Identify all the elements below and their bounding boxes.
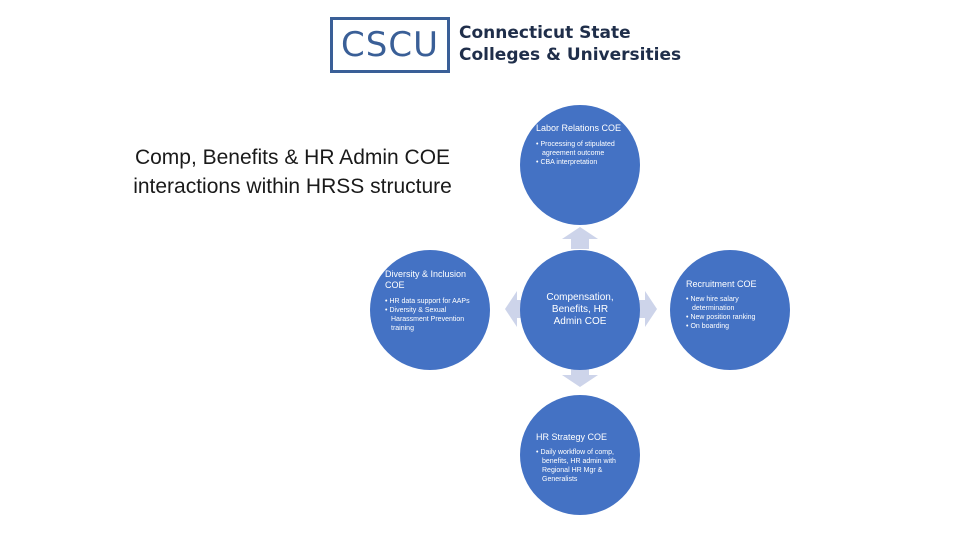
node-diversity-inclusion-list: HR data support for AAPs Diversity & Sex… [385,297,480,333]
node-compensation-center: Compensation, Benefits, HR Admin COE [520,250,640,370]
node-recruitment: Recruitment COE New hire salary determin… [670,250,790,370]
logo-name-line-2: Colleges & Universities [459,45,682,65]
arrow-right [635,291,657,327]
list-item: CBA interpretation [536,158,628,167]
list-item: HR data support for AAPs [385,297,480,306]
node-hr-strategy-title: HR Strategy COE [536,432,608,442]
node-hr-strategy: HR Strategy COE Daily workflow of comp, … [520,395,640,515]
node-diversity-inclusion-title: Diversity & Inclusion COE [385,269,467,290]
list-item: Daily workflow of comp, benefits, HR adm… [536,448,628,484]
node-labor-relations: Labor Relations COE Processing of stipul… [520,105,640,225]
list-item: Diversity & Sexual Harassment Prevention… [385,306,480,333]
list-item: On boarding [686,322,780,331]
list-item: Processing of stipulated agreement outco… [536,140,628,158]
logo-institution-name: Connecticut State Colleges & Universitie… [459,22,681,66]
logo-name-line-1: Connecticut State [459,23,631,43]
node-diversity-inclusion: Diversity & Inclusion COE HR data suppor… [370,250,490,370]
diagram-title: Comp, Benefits & HR Admin COE interactio… [133,146,452,198]
node-labor-relations-list: Processing of stipulated agreement outco… [536,140,628,167]
list-item: New hire salary determination [686,295,780,313]
node-labor-relations-title: Labor Relations COE [536,123,622,133]
node-recruitment-title: Recruitment COE [686,279,757,289]
arrow-down [562,365,598,387]
node-hr-strategy-list: Daily workflow of comp, benefits, HR adm… [536,448,628,484]
node-recruitment-list: New hire salary determination New positi… [686,295,780,331]
logo-abbreviation: CSCU [341,25,439,65]
list-item: New position ranking [686,313,780,322]
arrow-up [562,227,598,249]
node-compensation-center-label: Compensation, Benefits, HR Admin COE [546,292,614,327]
cscu-logo: CSCU [330,17,450,73]
